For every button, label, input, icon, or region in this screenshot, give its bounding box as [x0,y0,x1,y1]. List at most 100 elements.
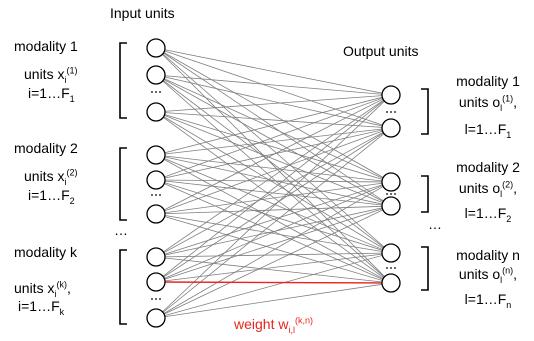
connection-line [155,47,392,207]
input-units-title: Input units [110,5,175,21]
input-group-ellipsis-dot [155,194,157,196]
input-unit-node [146,308,166,328]
output-group-ellipsis-dot [394,111,396,113]
connection-line [155,181,392,215]
output-group-ellipsis-dot [394,193,396,195]
input-modality-1-name: modality 1 [14,38,78,54]
connection-line [155,127,392,258]
output-groups-ellipsis: … [428,216,442,232]
connection-line [155,94,392,181]
output-unit-node [381,273,401,293]
output-group-bracket [421,175,429,213]
input-group-bracket [119,147,127,221]
output-modality-2-range: l=1…F2 [464,205,512,224]
input-group-ellipsis-dot [151,194,153,196]
connection-line [155,47,392,284]
connection-line [155,252,392,283]
connection-line [155,282,392,319]
connection-line [155,154,392,183]
highlighted-connection-line [155,281,392,284]
output-unit-node [381,196,401,216]
connection-line [155,111,392,183]
connection-line [155,252,392,319]
input-group-ellipsis-dot [155,298,157,300]
output-group-ellipsis-dot [390,193,392,195]
connection-line [155,127,392,181]
output-group-ellipsis-dot [394,267,396,269]
output-group-bracket [421,246,429,291]
input-unit-node [146,38,166,58]
connection-line [155,154,392,254]
output-modality-2-name: modality 2 [456,159,520,175]
network-nodes [146,38,401,328]
input-unit-node [146,272,166,292]
output-modality-n-units: units ol(n), [458,265,518,285]
connection-line [155,127,392,319]
output-unit-node [381,85,401,105]
weight-label: weight wi,l(k,n) [234,315,313,335]
output-modality-1-range: l=1…F1 [464,121,512,140]
connection-line [155,179,392,254]
connection-line [155,213,392,284]
input-unit-node [146,145,166,165]
connection-line [155,179,392,183]
input-modality-k-units: units xi(k), [14,279,71,299]
connection-line [155,111,392,129]
group-brackets [119,42,429,325]
input-group-bracket [119,42,127,119]
output-unit-node [381,172,401,192]
connection-line [155,47,392,183]
connection-line [155,94,392,215]
connection-line [155,179,392,207]
input-group-ellipsis-dot [159,298,161,300]
input-unit-node [146,102,166,122]
output-modality-1-name: modality 1 [456,73,520,89]
input-group-ellipsis-dot [159,194,161,196]
connection-line [155,181,392,258]
output-unit-node [381,118,401,138]
connection-line [155,94,392,319]
output-group-bracket [421,88,429,135]
output-group-ellipsis-dot [390,111,392,113]
connection-lines [155,47,392,319]
connection-line [155,213,392,254]
output-modality-n-name: modality n [456,247,520,263]
input-modality-1-range: i=1…F1 [28,85,75,104]
connection-line [155,205,392,319]
connection-line [155,47,392,254]
input-unit-node [146,170,166,190]
highlighted-weight-connection [155,281,392,284]
input-groups-ellipsis: … [114,222,128,238]
connection-line [155,74,392,207]
connection-line [155,94,392,113]
connection-line [155,154,392,284]
input-group-ellipsis-dot [151,298,153,300]
connection-line [155,205,392,215]
output-group-ellipsis-dot [390,267,392,269]
connection-line [155,181,392,283]
connection-line [155,111,392,254]
input-unit-node [146,247,166,267]
connection-line [155,47,392,96]
output-group-ellipsis-dot [386,267,388,269]
connection-line [155,94,392,258]
input-modality-k-range: i=1…Fk [18,298,65,317]
output-modality-1-units: units ol(1), [458,93,518,113]
input-modality-2-name: modality 2 [14,140,78,156]
connection-line [155,205,392,283]
connection-line [155,111,392,207]
connection-line [155,127,392,215]
input-group-ellipsis-dot [151,91,153,93]
connection-line [155,94,392,156]
input-unit-node [146,65,166,85]
connection-line [155,74,392,183]
connection-line [155,111,392,284]
connection-line [155,256,392,284]
connection-line [155,127,392,283]
connection-line [155,74,392,284]
connection-line [155,74,392,254]
input-modality-k-name: modality k [14,244,78,260]
connection-line [155,205,392,258]
